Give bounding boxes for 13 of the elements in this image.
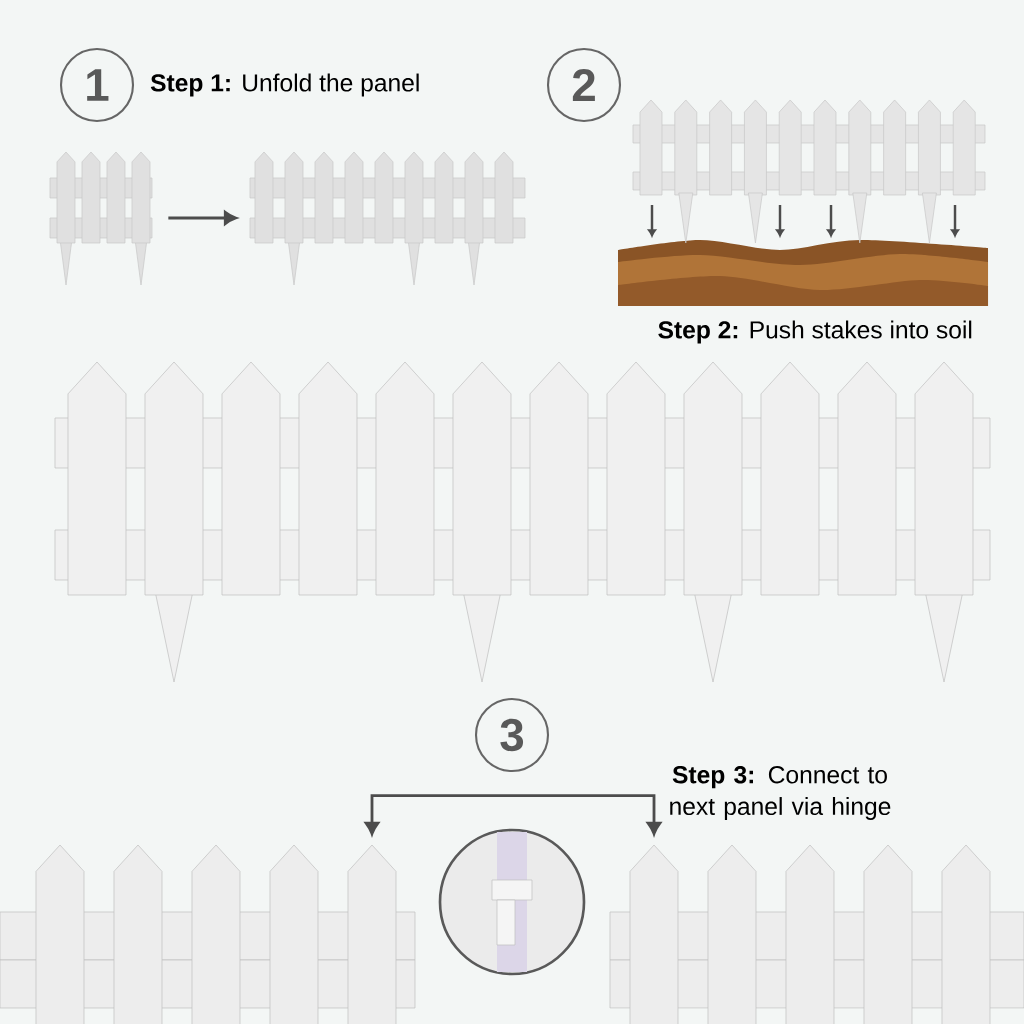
fence-drawing bbox=[0, 844, 416, 1024]
fence-drawing bbox=[49, 151, 153, 286]
step-number: 2 bbox=[546, 47, 622, 123]
arrow bbox=[168, 210, 238, 226]
step-caption: Step 1: Unfold the panel bbox=[150, 73, 419, 97]
step-caption: Step 2: Push stakes into soil bbox=[658, 320, 972, 344]
fence-drawing bbox=[609, 844, 1024, 1024]
step-caption: Step 3: Connect to next panel via hinge bbox=[670, 766, 891, 820]
hinge-closeup-drawing bbox=[438, 828, 586, 976]
step-number: 3 bbox=[474, 697, 550, 773]
step-number: 1 bbox=[59, 47, 135, 123]
fence-drawing bbox=[249, 151, 526, 286]
arrow bbox=[364, 794, 662, 836]
